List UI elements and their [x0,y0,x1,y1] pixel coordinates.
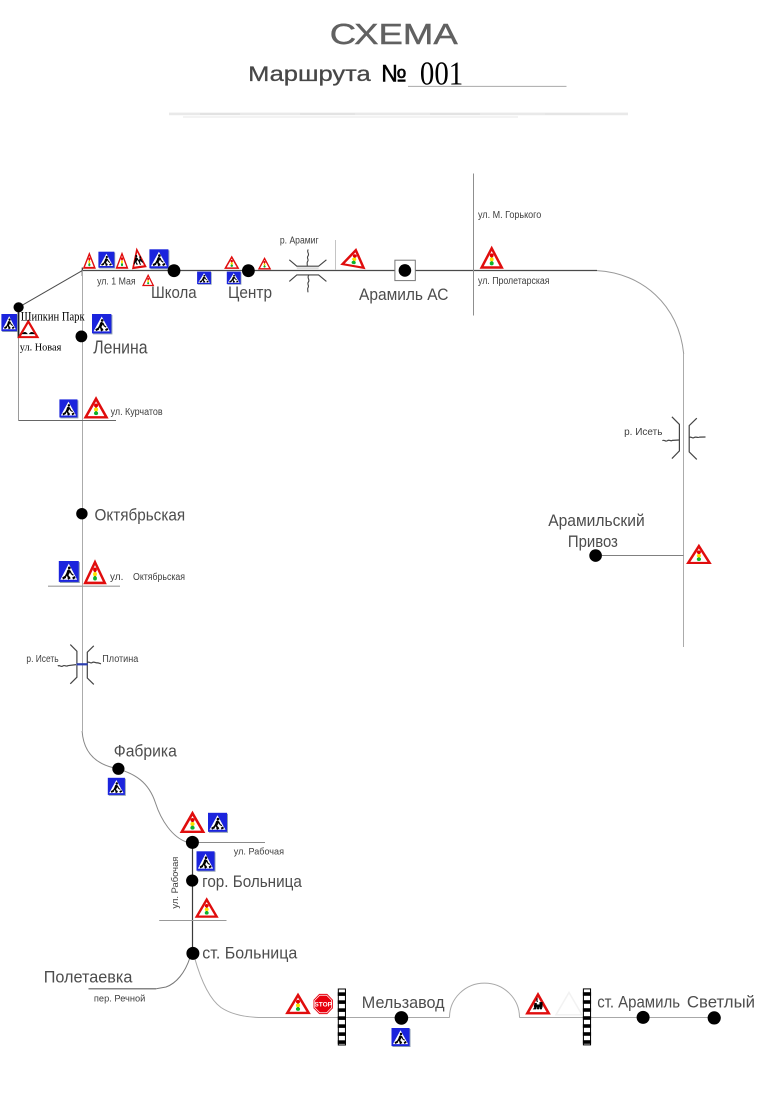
svg-text:ул.: ул. [110,572,123,583]
svg-text:ст. Больница: ст. Больница [202,943,298,962]
svg-text:ул. Новая: ул. Новая [20,342,62,354]
svg-text:Маршрута: Маршрута [248,61,372,86]
svg-text:р. Исеть: р. Исеть [26,654,58,665]
svg-text:ул. Пролетарская: ул. Пролетарская [478,276,550,287]
svg-text:Школа: Школа [151,283,197,302]
svg-text:Полетаевка: Полетаевка [44,968,133,987]
svg-text:Мельзавод: Мельзавод [362,993,445,1012]
svg-text:Фабрика: Фабрика [114,742,178,761]
svg-text:Центр: Центр [228,283,272,302]
svg-text:р. Исеть: р. Исеть [624,427,662,438]
svg-text:ул. 1 Мая: ул. 1 Мая [97,277,136,288]
svg-text:СХЕМА: СХЕМА [330,19,459,51]
svg-text:№: № [381,60,407,87]
svg-text:ул. Рабочая: ул. Рабочая [170,857,181,909]
svg-text:Привоз: Привоз [568,532,618,551]
svg-text:пер. Речной: пер. Речной [94,994,145,1004]
svg-text:ст. Арамиль: ст. Арамиль [597,992,680,1011]
svg-text:гор. Больница: гор. Больница [202,872,302,891]
svg-text:р. Арамиг: р. Арамиг [280,236,319,247]
svg-text:Плотина: Плотина [102,654,138,665]
svg-text:ул. М. Горького: ул. М. Горького [478,210,542,221]
svg-text:Светлый: Светлый [687,992,755,1011]
svg-text:Октябрьская: Октябрьская [133,571,185,583]
svg-text:Арамиль АС: Арамиль АС [359,285,449,304]
svg-text:Шипкин Парк: Шипкин Парк [21,309,85,323]
svg-text:ул. Курчатов: ул. Курчатов [111,407,163,418]
svg-text:ул. Рабочая: ул. Рабочая [234,846,284,857]
svg-text:Арамильский: Арамильский [548,511,645,530]
svg-text:001: 001 [420,56,463,93]
svg-text:Октябрьская: Октябрьская [95,506,186,525]
svg-text:Ленина: Ленина [93,337,148,357]
